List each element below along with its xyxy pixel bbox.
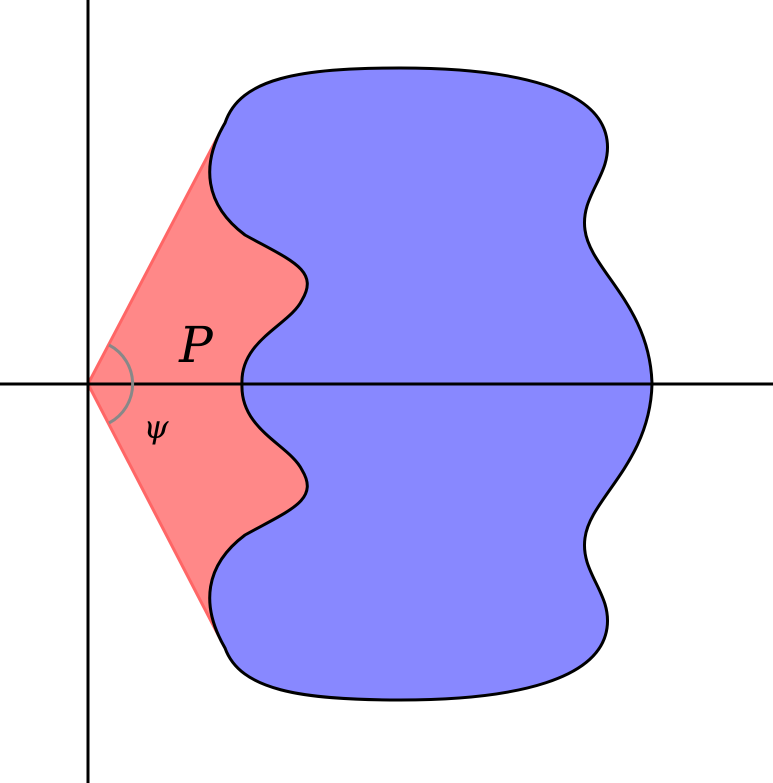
upper-tangent-ray (86, 122, 227, 385)
lower-tangent-ray (86, 383, 227, 649)
angle-arc (108, 343, 135, 425)
region-label: P (178, 316, 214, 374)
angle-label: ψ (143, 408, 169, 446)
